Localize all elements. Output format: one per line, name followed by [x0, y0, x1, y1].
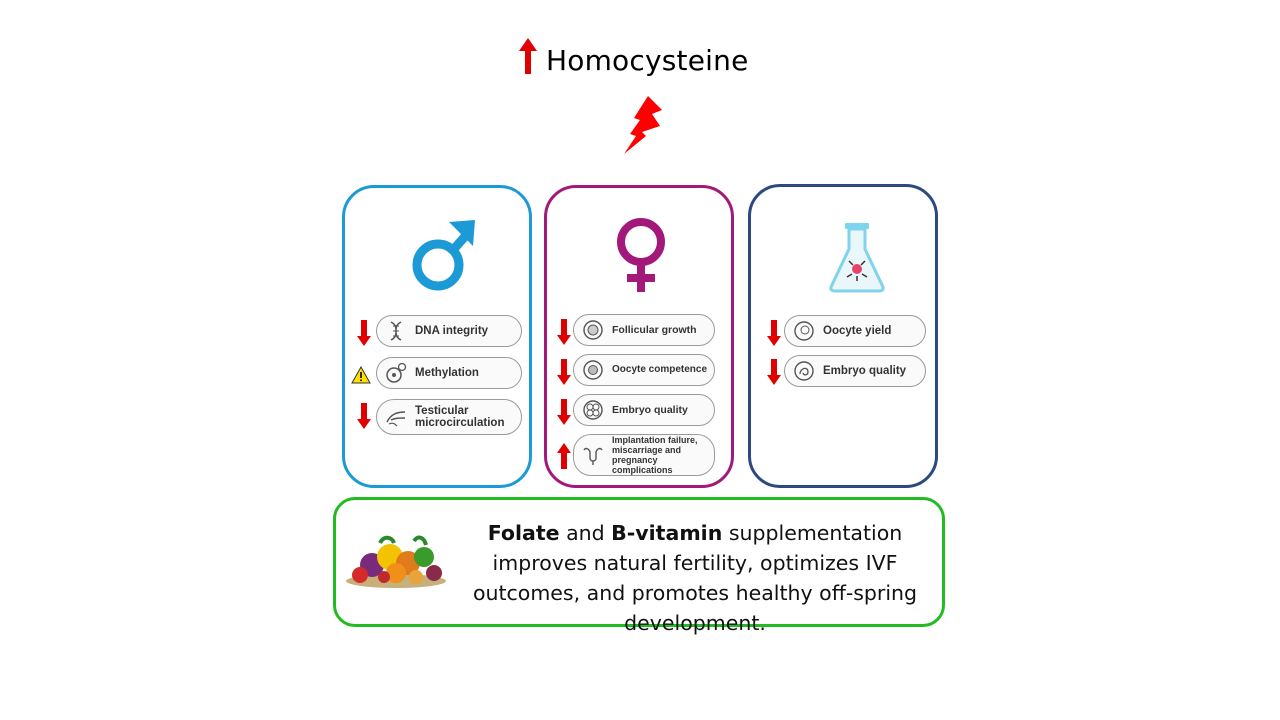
ivf-panel: Oocyte yield Embryo quality	[748, 184, 938, 488]
down-arrow-icon	[557, 359, 571, 385]
item-label: Methylation	[415, 367, 479, 379]
supplementation-caption: Folate and B-vitamin supplementation imp…	[460, 518, 930, 638]
supplementation-box	[333, 497, 945, 627]
label-line: miscarriage and	[612, 445, 682, 455]
item-label: Embryo quality	[823, 365, 907, 377]
embryo-icon	[794, 361, 814, 381]
oocyte-icon	[583, 360, 603, 380]
implantation-failure-item: Implantation failure, miscarriage and pr…	[573, 434, 715, 476]
item-label: Embryo quality	[612, 404, 688, 416]
follicular-growth-item: Follicular growth	[573, 314, 715, 346]
oocyte-competence-item: Oocyte competence	[573, 354, 715, 386]
label-line: Testicular	[415, 405, 469, 417]
down-arrow-icon	[557, 319, 571, 345]
item-label: Oocyte yield	[823, 325, 892, 337]
oocyte-yield-item: Oocyte yield	[784, 315, 926, 347]
dna-integrity-item: DNA integrity	[376, 315, 522, 347]
down-arrow-icon	[557, 399, 571, 425]
warning-icon	[351, 366, 371, 384]
fruits-vegetables-icon	[346, 535, 446, 588]
testicular-microcirculation-item: Testicular microcirculation	[376, 399, 522, 435]
embryo-icon	[583, 400, 603, 420]
embryo-quality-item: Embryo quality	[573, 394, 715, 426]
caption-text: supplementation improves natural fertili…	[472, 521, 918, 635]
uterus-icon	[583, 447, 603, 465]
methylation-item: Methylation	[376, 357, 522, 389]
item-label: DNA integrity	[415, 325, 489, 337]
methyl-icon	[386, 362, 407, 383]
flask-icon	[829, 223, 885, 293]
caption-bold-bvitamin: B-vitamin	[611, 521, 723, 545]
caption-text: and	[559, 521, 612, 545]
female-symbol-icon	[617, 218, 665, 292]
page-title: Homocysteine	[546, 44, 749, 77]
caption-bold-folate: Folate	[487, 521, 560, 545]
label-line: microcirculation	[415, 417, 505, 429]
vessel-icon	[386, 411, 406, 427]
down-arrow-icon	[767, 359, 781, 385]
item-label: Implantation failure, miscarriage and pr…	[612, 435, 714, 475]
male-panel: DNA integrity Methylation Testicular mic…	[342, 185, 532, 488]
item-label: Follicular growth	[612, 324, 697, 336]
female-panel: Follicular growth Oocyte competence Embr…	[544, 185, 734, 488]
item-label: Oocyte competence	[612, 364, 708, 375]
dna-icon	[390, 321, 402, 341]
down-arrow-icon	[357, 403, 371, 429]
oocyte-icon	[794, 321, 814, 341]
down-arrow-icon	[357, 320, 371, 346]
up-arrow-icon	[557, 443, 571, 469]
male-symbol-icon	[412, 220, 475, 291]
label-line: Implantation failure,	[612, 435, 698, 445]
up-arrow-icon	[519, 38, 537, 74]
item-label: Testicular microcirculation	[415, 405, 504, 429]
lightning-bolt-icon	[624, 96, 662, 154]
follicle-icon	[583, 320, 603, 340]
embryo-quality-item: Embryo quality	[784, 355, 926, 387]
down-arrow-icon	[767, 320, 781, 346]
label-line: pregnancy complications	[612, 455, 673, 475]
